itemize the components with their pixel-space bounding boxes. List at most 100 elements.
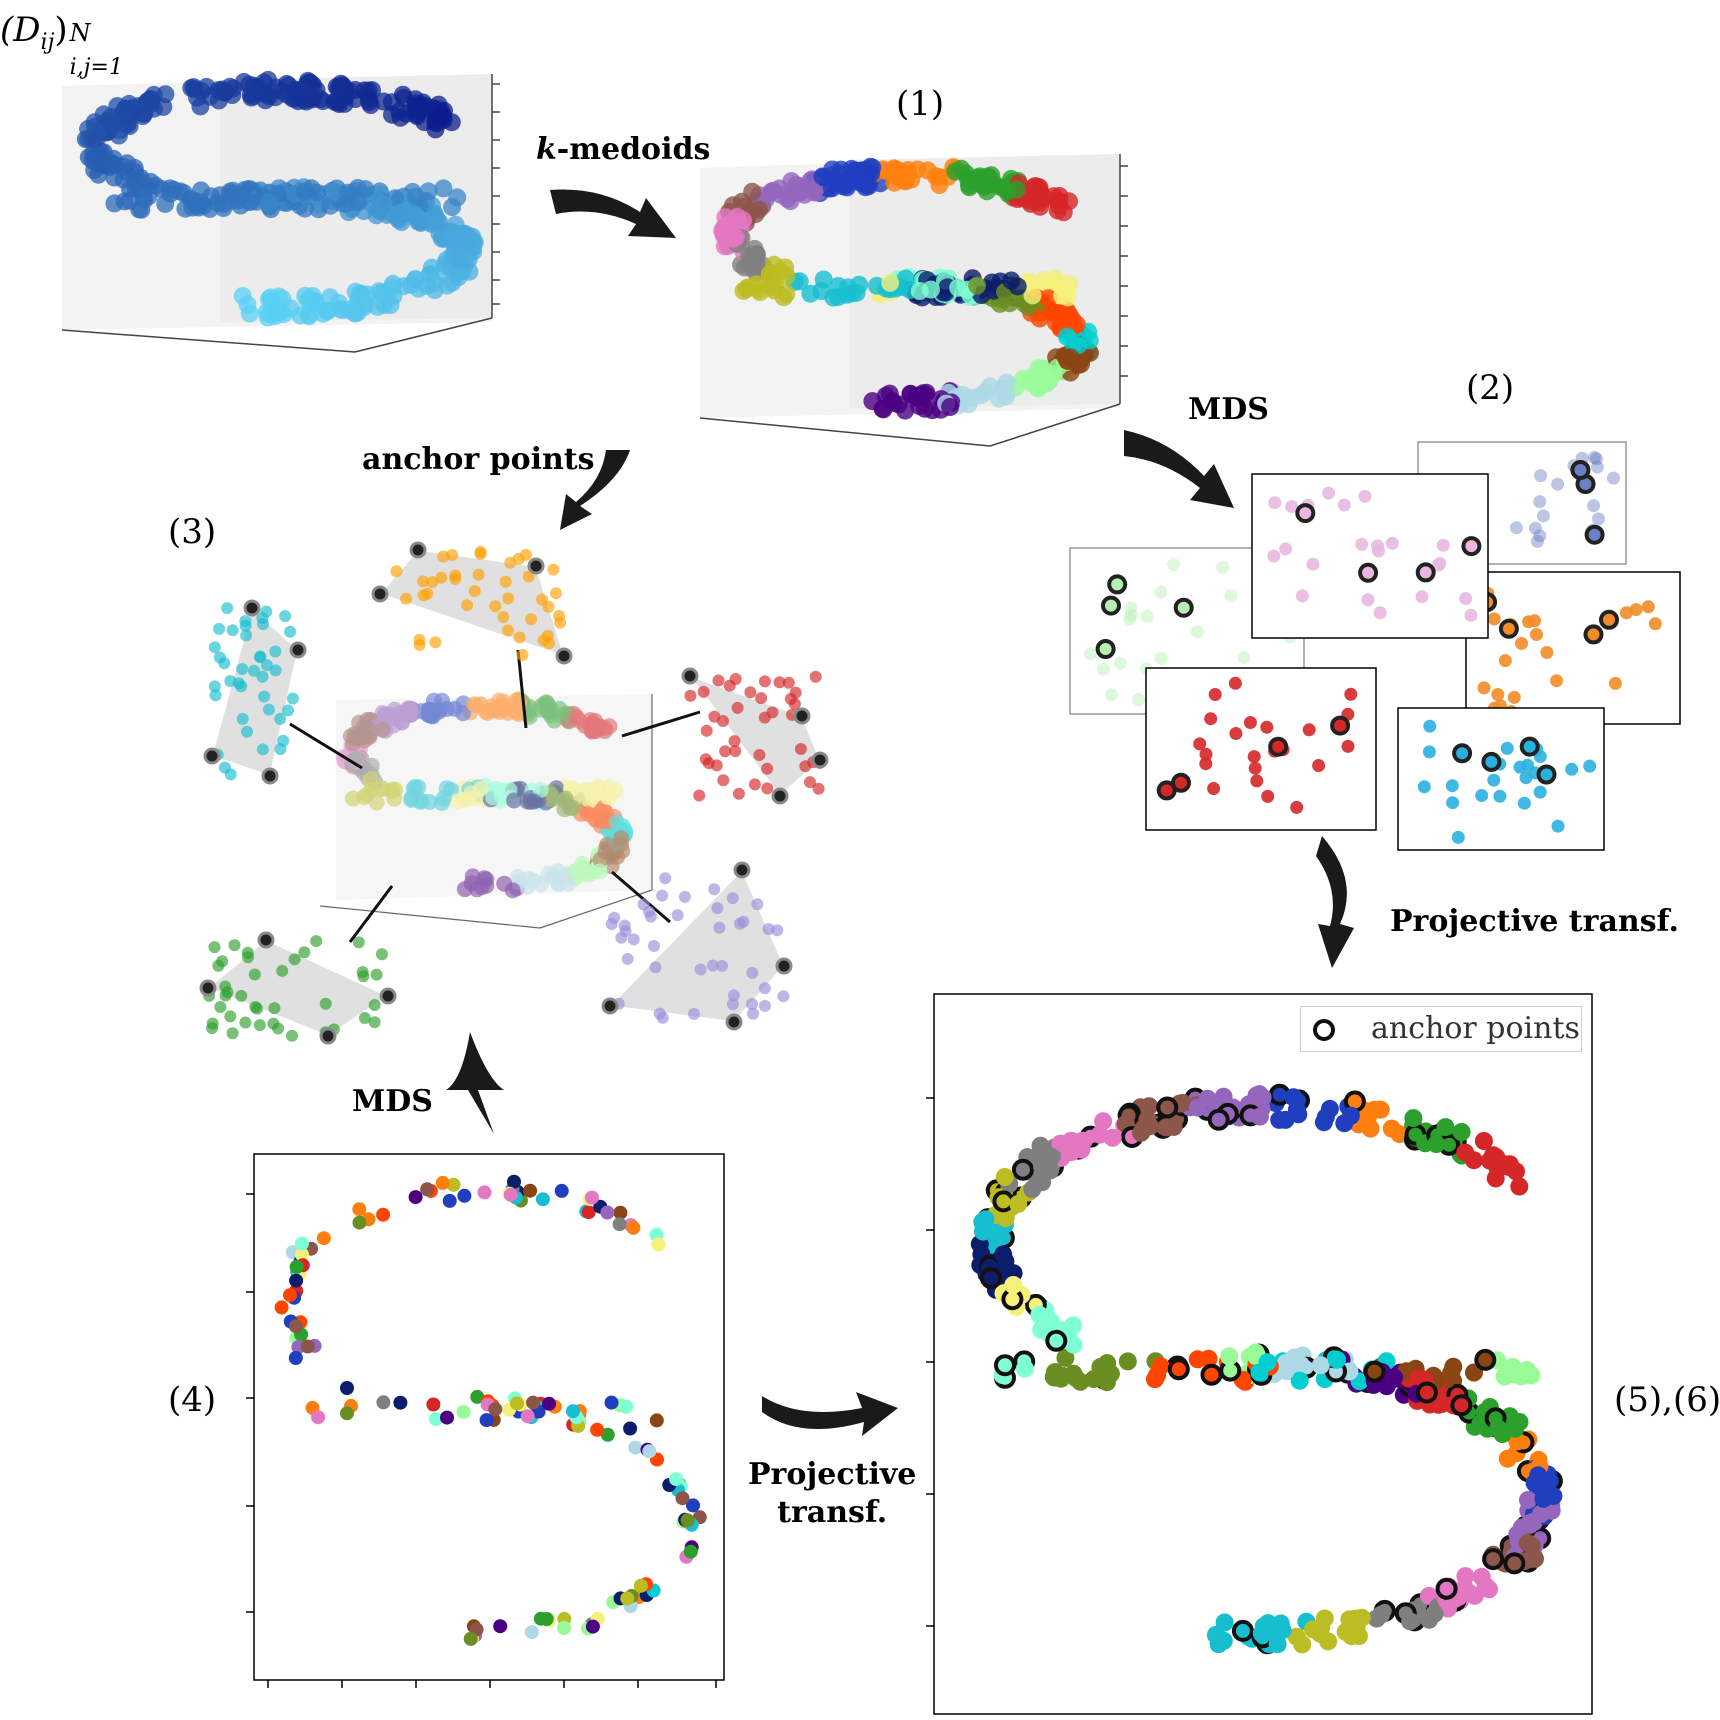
cluster-point <box>794 743 807 755</box>
s-point <box>603 812 620 829</box>
anchor-point <box>725 1013 743 1031</box>
local-point <box>1493 789 1507 803</box>
step-3-label: (3) <box>168 512 217 552</box>
s-point <box>484 783 501 800</box>
s-point <box>182 79 201 97</box>
s-point <box>406 187 425 206</box>
s-point <box>492 792 509 809</box>
s-point <box>425 281 444 300</box>
anchor-point <box>1207 1108 1230 1131</box>
cluster-point <box>648 940 660 952</box>
s-point <box>615 827 632 844</box>
s-point <box>356 765 373 782</box>
s-point <box>603 818 620 835</box>
cluster-point <box>637 898 650 911</box>
final-point <box>1529 1466 1548 1485</box>
local-point <box>1243 716 1257 729</box>
cluster-point <box>218 657 231 670</box>
cluster-point <box>426 576 439 589</box>
s-point <box>401 706 418 723</box>
s-point <box>508 692 525 709</box>
s-point <box>556 790 573 807</box>
final-point <box>1498 1449 1517 1468</box>
s-point <box>377 722 394 739</box>
local-point <box>1530 628 1543 641</box>
final-point <box>1151 1357 1170 1376</box>
s-point <box>531 795 548 811</box>
s-point <box>555 871 572 888</box>
s-point <box>543 787 560 804</box>
cluster-point <box>208 641 221 654</box>
final-point <box>1072 1132 1091 1151</box>
s-point <box>579 805 596 822</box>
cluster-point <box>678 890 691 903</box>
s-point <box>425 692 442 709</box>
s-point <box>1067 315 1086 334</box>
mds-point <box>300 1339 315 1354</box>
s-point <box>318 301 336 320</box>
s-point <box>573 855 590 872</box>
s-point <box>351 726 368 742</box>
cluster-point <box>525 613 538 626</box>
s-point <box>562 799 579 816</box>
anchor-point <box>1503 1552 1526 1575</box>
cluster-point <box>726 892 739 905</box>
s-point <box>482 791 499 808</box>
panel5-ticks <box>926 1097 934 1627</box>
local-point <box>1260 720 1274 734</box>
anchor-point <box>1519 736 1540 757</box>
cluster-point <box>771 924 784 937</box>
s-point <box>560 866 577 883</box>
s-point <box>344 790 361 807</box>
s-point <box>564 799 581 816</box>
cluster-point <box>731 701 744 714</box>
mds-point <box>542 1396 557 1411</box>
final-point <box>1319 1632 1338 1651</box>
local-point <box>1446 796 1460 810</box>
s-point <box>601 839 618 856</box>
panel4-ticks <box>246 1193 717 1688</box>
s-point <box>601 718 618 735</box>
local-point <box>1509 521 1523 535</box>
s-point <box>519 793 536 810</box>
s-point <box>421 701 438 718</box>
mds-point <box>311 1410 326 1425</box>
s-point <box>489 701 506 718</box>
s-point <box>573 805 589 822</box>
s-point <box>524 782 541 799</box>
cluster-point <box>726 998 739 1011</box>
s-point <box>541 700 558 716</box>
s-point <box>346 732 363 749</box>
s-point <box>407 779 424 796</box>
s-point <box>526 793 543 810</box>
cluster-point <box>224 768 237 781</box>
clustered-s-curve-points <box>713 157 1099 420</box>
mds-point <box>680 1513 695 1528</box>
cluster-point <box>762 923 775 936</box>
s-point <box>565 870 582 887</box>
s-point <box>592 851 609 868</box>
final-point <box>1094 1112 1113 1131</box>
local-point <box>1641 600 1655 614</box>
s-point <box>353 729 369 746</box>
cluster-point <box>700 724 713 737</box>
s-point <box>352 741 369 758</box>
mds-point <box>626 1220 641 1235</box>
local-point <box>1475 789 1489 802</box>
anchor-point <box>1461 536 1482 557</box>
s-point <box>325 92 344 111</box>
s-point <box>501 781 518 798</box>
cluster-point <box>550 587 562 600</box>
s-point <box>606 844 622 861</box>
final-point <box>1206 1626 1225 1644</box>
s-point <box>360 93 379 112</box>
s-point <box>542 707 559 724</box>
s-point <box>487 701 504 718</box>
local-point <box>1519 771 1533 785</box>
s-point <box>921 280 940 299</box>
s-point <box>610 835 626 852</box>
cluster-point <box>758 711 771 724</box>
s-point <box>386 710 403 727</box>
s-point <box>351 749 368 766</box>
s-point <box>374 721 391 738</box>
